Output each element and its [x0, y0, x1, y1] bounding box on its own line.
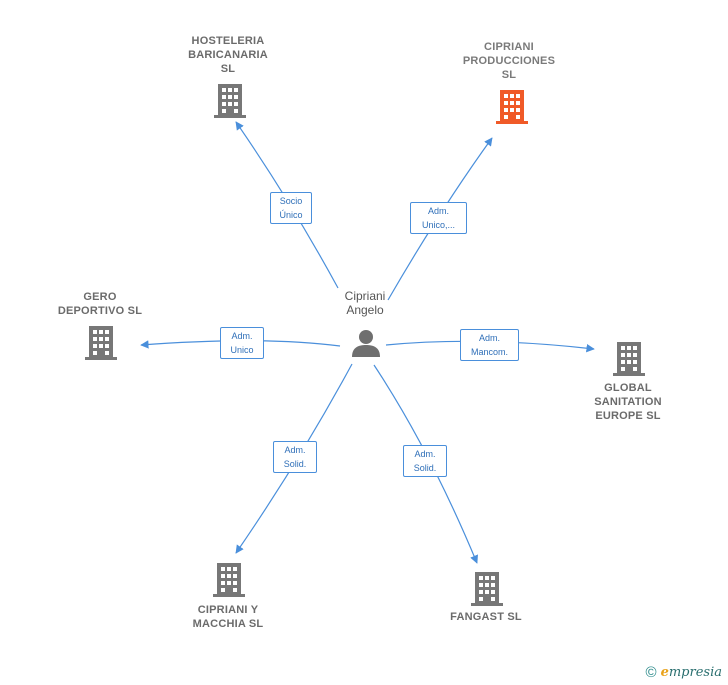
relation-label-gero: Adm. Unico: [220, 327, 264, 359]
relation-label-cipriani-macchia: Adm. Solid.: [273, 441, 317, 473]
company-name-fangast[interactable]: FANGAST SL: [450, 611, 522, 623]
person-icon[interactable]: [351, 328, 381, 358]
copyright-icon: ©: [645, 664, 657, 681]
relation-label-fangast: Adm. Solid.: [403, 445, 447, 477]
relation-label-cipriani-producciones: Adm. Unico,...: [410, 202, 467, 234]
brand-footer[interactable]: © empresia: [646, 664, 722, 681]
relation-label-global: Adm. Mancom.: [460, 329, 519, 361]
building-icon[interactable]: [213, 563, 245, 597]
company-name-gero[interactable]: GERO DEPORTIVO SL: [57, 291, 143, 317]
building-icon[interactable]: [471, 572, 503, 606]
empresia-logo: empresia: [660, 665, 722, 680]
building-icon-highlighted[interactable]: [496, 90, 528, 124]
company-name-hosteleria[interactable]: HOSTELERIA BARICANARIA SL: [188, 35, 268, 75]
building-icon[interactable]: [613, 342, 645, 376]
company-name-global[interactable]: GLOBAL SANITATION EUROPE SL: [594, 382, 662, 422]
person-name[interactable]: Cipriani Angelo: [344, 289, 386, 317]
building-icon[interactable]: [85, 326, 117, 360]
company-name-cipriani-producciones[interactable]: CIPRIANI PRODUCCIONES SL: [462, 41, 556, 81]
company-name-cipriani-macchia[interactable]: CIPRIANI Y MACCHIA SL: [192, 604, 264, 630]
building-icon[interactable]: [214, 84, 246, 118]
relation-label-hosteleria: Socio Único: [270, 192, 312, 224]
